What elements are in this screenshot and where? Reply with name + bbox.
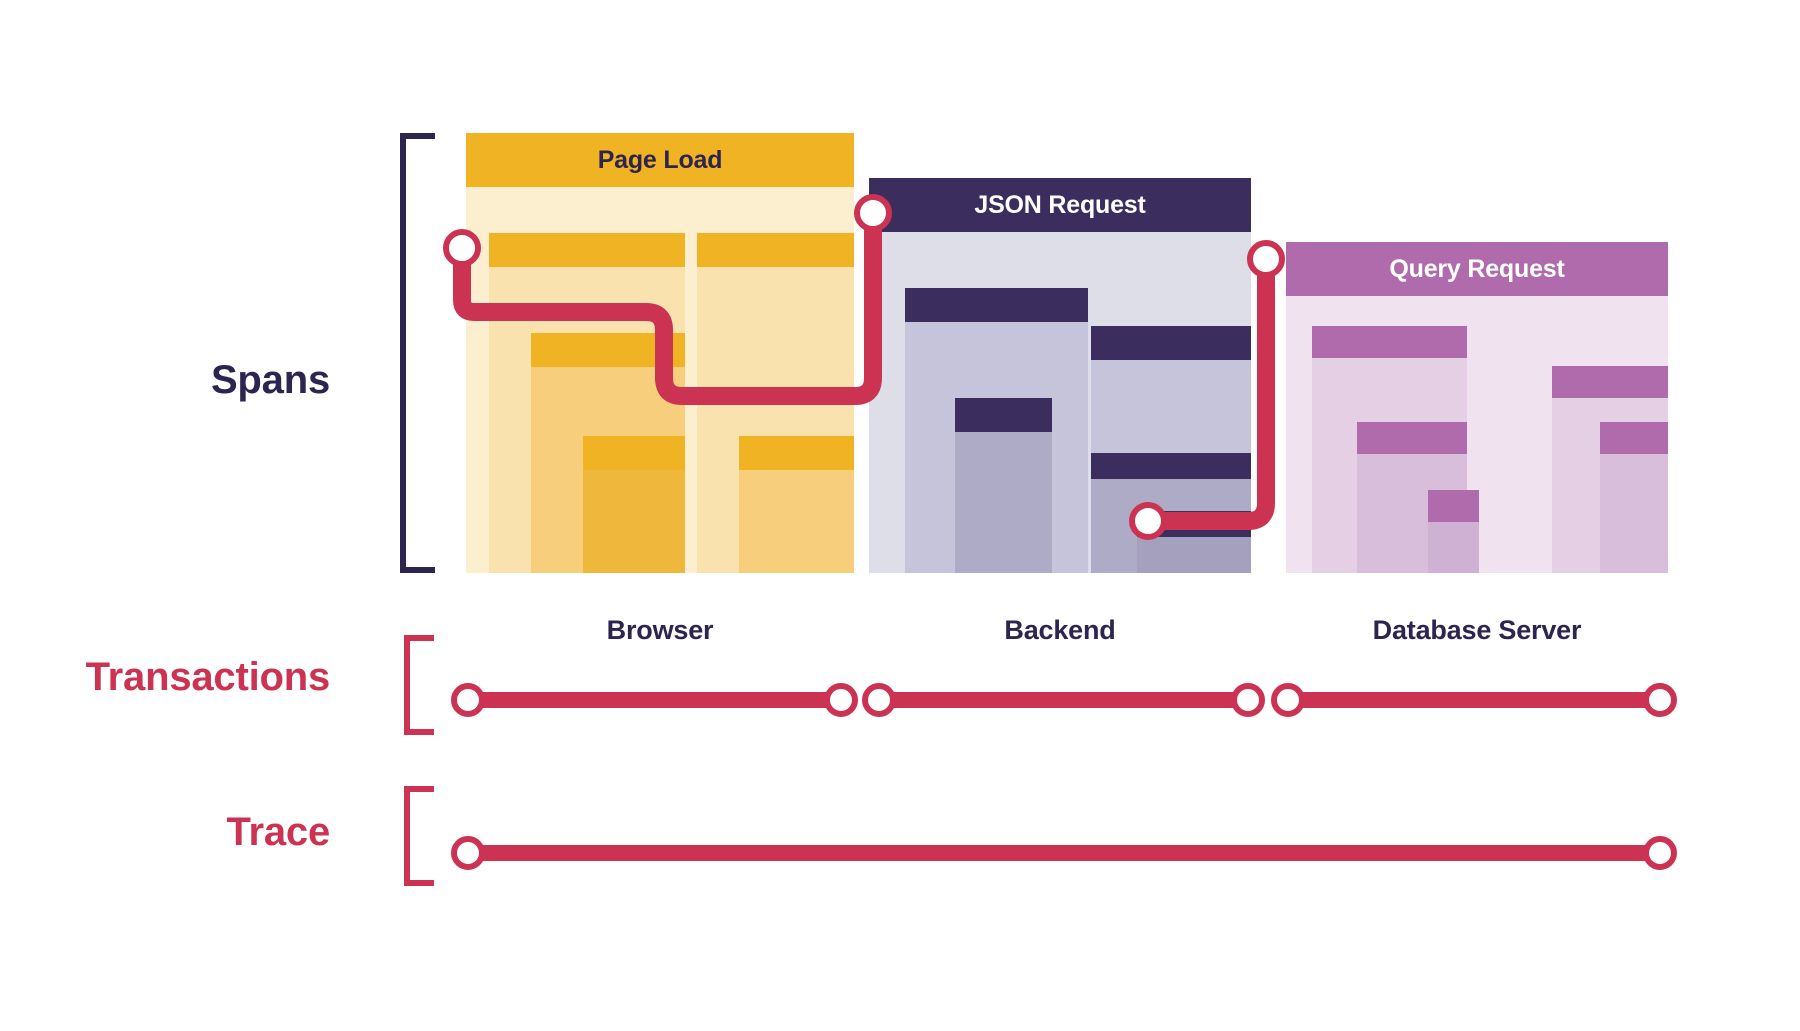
transaction-segment-backend[interactable] — [869, 692, 1251, 708]
span-bar-cap — [1428, 490, 1489, 522]
span-column-header-browser[interactable]: Page Load — [466, 133, 854, 187]
transaction-node-backend-start[interactable] — [862, 683, 896, 717]
span-bar-cap — [1312, 326, 1467, 358]
service-label-browser: Browser — [606, 615, 714, 645]
bracket-spans — [400, 133, 435, 573]
bracket-transactions — [404, 635, 434, 735]
span-bar-cap — [1091, 326, 1251, 360]
connector-node-database-start[interactable] — [1247, 240, 1285, 278]
transaction-node-browser-start[interactable] — [451, 683, 485, 717]
row-label-transactions: Transactions — [85, 655, 331, 699]
span-column-backend: JSON Request — [869, 178, 1251, 573]
span-bar-browser-span-b-child[interactable] — [739, 436, 854, 573]
span-bar-cap — [489, 233, 685, 267]
span-bar-cap — [1137, 511, 1251, 537]
transaction-node-database-start[interactable] — [1271, 683, 1305, 717]
span-bar-cap — [1091, 453, 1251, 479]
trace-segment[interactable] — [466, 845, 1668, 861]
service-label-backend: Backend — [1004, 615, 1116, 645]
row-label-trace: Trace — [226, 810, 330, 854]
transaction-node-database-end[interactable] — [1643, 683, 1677, 717]
bracket-trace — [404, 786, 434, 886]
span-column-browser: Page Load — [466, 133, 854, 573]
span-bar-database-span-e-grandchild[interactable] — [1428, 490, 1489, 573]
span-bar-backend-span-c-child[interactable] — [955, 398, 1052, 573]
transaction-segment-browser[interactable] — [466, 692, 854, 708]
span-bar-backend-span-d-grandchild[interactable] — [1137, 511, 1251, 573]
span-bar-cap — [531, 333, 685, 367]
trace-node-start[interactable] — [451, 836, 485, 870]
span-bar-cap — [697, 233, 854, 267]
span-bar-cap — [905, 288, 1088, 322]
row-label-spans: Spans — [210, 358, 330, 402]
span-bar-cap — [955, 398, 1052, 432]
transaction-node-backend-end[interactable] — [1231, 683, 1265, 717]
span-column-database: Query Request — [1286, 242, 1668, 573]
transaction-segment-database[interactable] — [1286, 692, 1668, 708]
span-bar-cap — [1552, 366, 1668, 398]
span-bar-cap — [1600, 422, 1668, 454]
span-bar-browser-span-a-grandchild[interactable] — [583, 436, 685, 573]
span-column-header-backend[interactable]: JSON Request — [869, 178, 1251, 232]
transaction-node-browser-end[interactable] — [824, 683, 858, 717]
service-label-database: Database Server — [1372, 615, 1582, 645]
span-bar-cap — [1357, 422, 1467, 454]
span-bar-cap — [583, 436, 685, 470]
span-column-header-database[interactable]: Query Request — [1286, 242, 1668, 296]
span-bar-database-span-f-grandchild[interactable] — [1600, 422, 1668, 573]
trace-node-end[interactable] — [1643, 836, 1677, 870]
span-bar-cap — [739, 436, 854, 470]
